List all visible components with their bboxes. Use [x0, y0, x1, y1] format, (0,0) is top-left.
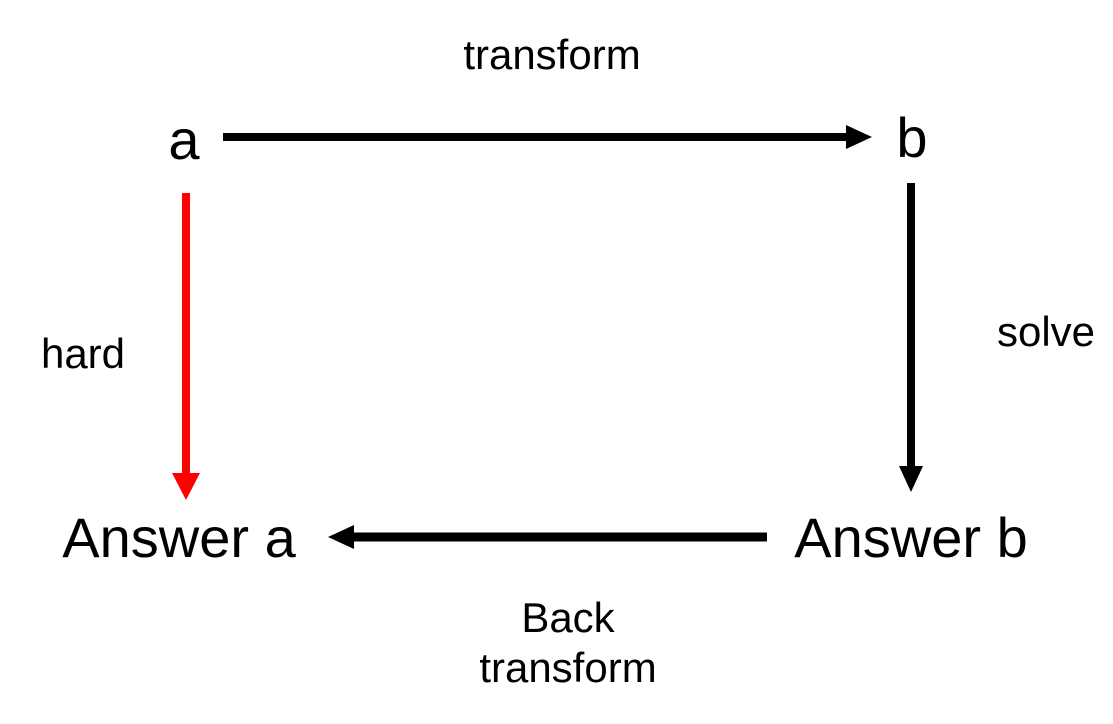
solve-edge-label: solve	[996, 308, 1096, 355]
node-a: a	[168, 108, 200, 171]
hard-edge-label: hard	[40, 330, 126, 377]
back-transform-edge-label-line2: transform	[479, 644, 657, 691]
back-transform-arrowhead	[328, 525, 354, 549]
transform-arrowhead	[846, 125, 872, 149]
back-transform-edge-label: Back transform	[479, 593, 656, 693]
back-transform-edge-label-line1: Back	[521, 594, 615, 642]
node-b: b	[896, 106, 928, 169]
solve-arrowhead	[899, 466, 923, 492]
hard-arrowhead	[172, 473, 200, 500]
node-answer-a: Answer a	[62, 506, 296, 569]
transform-arrow	[223, 125, 872, 149]
solve-arrow	[899, 183, 923, 492]
node-answer-b: Answer b	[794, 506, 1028, 569]
hard-arrow	[172, 193, 200, 500]
back-transform-arrow	[328, 525, 767, 549]
transform-edge-label: transform	[463, 31, 641, 78]
